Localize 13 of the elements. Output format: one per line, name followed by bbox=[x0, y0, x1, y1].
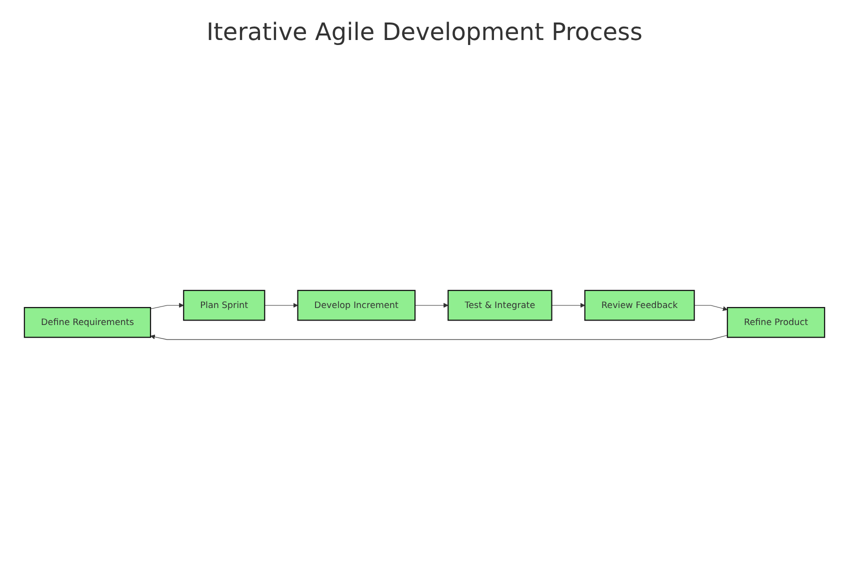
arrow bbox=[264, 302, 298, 308]
arrow bbox=[150, 334, 728, 340]
node-box: Review Feedback bbox=[584, 290, 695, 321]
node-box: Develop Increment bbox=[297, 290, 416, 321]
arrow bbox=[551, 302, 586, 308]
arrow bbox=[150, 302, 184, 310]
arrow bbox=[694, 305, 728, 311]
node-box: Test & Integrate bbox=[448, 290, 552, 321]
node-box: Refine Product bbox=[726, 307, 826, 338]
node-box: Plan Sprint bbox=[183, 290, 266, 321]
diagram-title: Iterative Agile Development Process bbox=[206, 18, 643, 46]
arrow bbox=[414, 302, 448, 308]
node-box: Define Requirements bbox=[24, 307, 152, 338]
